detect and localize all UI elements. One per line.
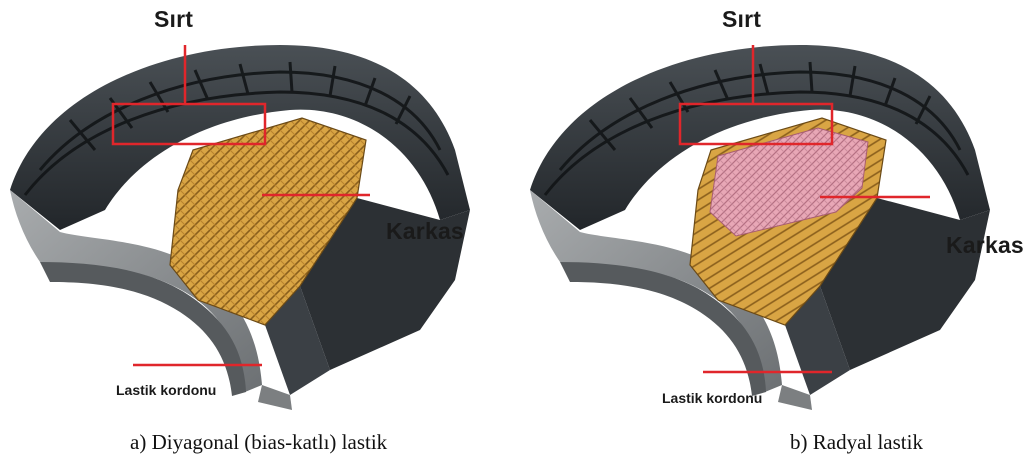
caption-a: a) Diyagonal (bias-katlı) lastik <box>130 430 387 455</box>
tread-label: Sırt <box>154 6 193 33</box>
bead-area <box>258 385 292 410</box>
caption-b: b) Radyal lastik <box>790 430 923 455</box>
panel-radial: Sırt Karkas Lastik kordonu b) Radyal las… <box>520 0 1025 465</box>
bead-area <box>778 385 812 410</box>
tread-label: Sırt <box>722 6 761 33</box>
bead-label: Lastik kordonu <box>116 382 216 398</box>
bead-label: Lastik kordonu <box>662 390 762 406</box>
panel-bias-ply: Sırt Karkas Lastik kordonu a) Diyagonal … <box>0 0 520 465</box>
carcass-label: Karkas <box>946 232 1024 259</box>
carcass-label: Karkas <box>386 218 464 245</box>
